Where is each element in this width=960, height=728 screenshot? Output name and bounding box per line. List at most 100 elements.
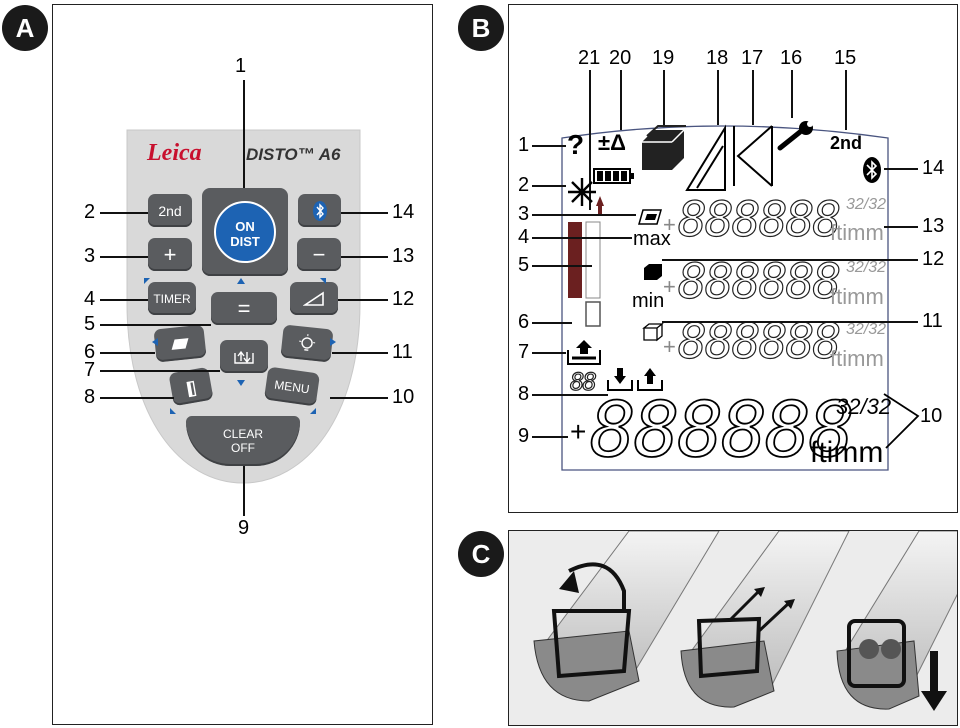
leader-a-3 — [100, 256, 148, 258]
callout-b-7: 7 — [518, 341, 530, 363]
plus-row-3: + — [663, 334, 676, 359]
leader-b-3 — [532, 214, 636, 216]
callout-b-12: 12 — [922, 248, 945, 270]
bluetooth-display-icon — [863, 157, 881, 183]
leica-logo: Leica — [147, 140, 202, 166]
plus-row-1: + — [663, 212, 676, 237]
memory-button[interactable] — [220, 340, 268, 373]
badge-c: C — [458, 531, 504, 577]
callout-a-9: 9 — [238, 517, 250, 539]
leader-b-6 — [532, 322, 572, 324]
digits-row-1: 888888 — [677, 192, 842, 248]
digits-row-3: 888888 — [677, 314, 842, 370]
callout-b-6: 6 — [518, 311, 530, 333]
leader-b-20 — [620, 70, 622, 130]
reference-icon — [186, 380, 197, 397]
badge-b: B — [458, 5, 504, 51]
question-icon: ? — [567, 129, 585, 160]
off-label: OFF — [231, 441, 255, 455]
reference-button[interactable] — [168, 366, 214, 407]
clear-off-button[interactable]: CLEAR OFF — [186, 416, 300, 466]
callout-b-5: 5 — [518, 254, 530, 276]
area-volume-button[interactable] — [153, 324, 207, 363]
download-upload-icon — [607, 368, 663, 391]
second-indicator: 2nd — [830, 133, 863, 153]
laser-icon — [568, 178, 596, 206]
callout-a-4: 4 — [84, 288, 96, 310]
callout-a-2: 2 — [84, 201, 96, 223]
leader-b-2 — [532, 185, 566, 187]
callout-b-15: 15 — [834, 47, 857, 69]
triangle-measure-icon — [685, 124, 726, 191]
minus-button[interactable]: − — [297, 238, 341, 271]
leader-b-13 — [884, 226, 918, 228]
units-row-2: ftimm — [830, 284, 884, 309]
min-label: min — [632, 290, 665, 312]
max-label: max — [633, 228, 671, 250]
clear-label: CLEAR — [222, 427, 263, 441]
second-function-button[interactable]: 2nd — [148, 194, 192, 227]
memory-icon — [234, 350, 254, 364]
on-dist-circle: ON DIST — [214, 201, 276, 263]
leader-a-12 — [338, 299, 388, 301]
leader-a-9 — [243, 466, 245, 516]
bluetooth-button[interactable] — [298, 194, 341, 227]
triangle-icon — [303, 291, 324, 306]
callout-a-6: 6 — [84, 341, 96, 363]
leader-a-8 — [100, 397, 174, 399]
panel-a — [52, 4, 433, 725]
battery-cover-illustration — [509, 531, 957, 725]
leader-a-2 — [100, 212, 148, 214]
callout-a-13: 13 — [392, 245, 415, 267]
timer-button[interactable]: TIMER — [148, 282, 196, 315]
leader-a-4 — [100, 299, 148, 301]
callout-b-10: 10 — [920, 405, 943, 427]
leader-a-14 — [341, 212, 388, 214]
leader-b-5 — [532, 265, 592, 267]
callout-a-10: 10 — [392, 386, 415, 408]
leader-b-19 — [663, 70, 665, 125]
leader-b-4 — [532, 237, 632, 239]
leader-b-17 — [752, 70, 754, 125]
digits-tiny: 88 — [569, 368, 597, 396]
callout-a-7: 7 — [84, 359, 96, 381]
panel-b — [508, 4, 958, 513]
lcd-outline — [561, 125, 889, 471]
leader-b-7 — [532, 352, 566, 354]
callout-a-1: 1 — [235, 55, 247, 77]
equals-button[interactable]: = — [211, 292, 277, 325]
digits-main: 888888 — [589, 385, 855, 474]
plus-button[interactable]: + — [148, 238, 192, 271]
fraction-main: 32/32 — [836, 394, 892, 419]
callout-b-21: 21 — [578, 47, 601, 69]
leader-b-10 — [883, 393, 920, 449]
units-row-3: ftimm — [830, 346, 884, 371]
leader-b-16 — [791, 70, 793, 118]
illumination-button[interactable] — [280, 324, 334, 363]
stack-memory-icon — [567, 340, 601, 365]
leader-b-8 — [532, 394, 608, 396]
callout-b-1: 1 — [518, 134, 530, 156]
leader-a-7 — [100, 370, 220, 372]
cube-outline-icon — [642, 322, 664, 342]
triangle-function-button[interactable] — [290, 282, 338, 315]
volume-cube-icon — [642, 125, 686, 170]
battery-icon — [593, 168, 634, 184]
on-label: ON — [235, 219, 255, 234]
callout-a-11: 11 — [392, 341, 413, 363]
digits-row-2: 888888 — [677, 254, 842, 310]
plus-row-2: + — [663, 274, 676, 299]
callout-b-18: 18 — [706, 47, 729, 69]
leader-b-18 — [717, 70, 719, 125]
cube-filled-icon — [644, 264, 662, 280]
tilt-bar — [568, 196, 604, 327]
trapezoid-measure-icon — [733, 125, 773, 187]
callout-b-9: 9 — [518, 425, 530, 447]
badge-a: A — [2, 5, 48, 51]
callout-b-17: 17 — [741, 47, 764, 69]
callout-a-14: 14 — [392, 201, 415, 223]
panel-c — [508, 530, 958, 726]
callout-b-14: 14 — [922, 157, 945, 179]
lightbulb-icon — [299, 333, 316, 351]
on-dist-button[interactable]: ON DIST — [202, 188, 288, 276]
